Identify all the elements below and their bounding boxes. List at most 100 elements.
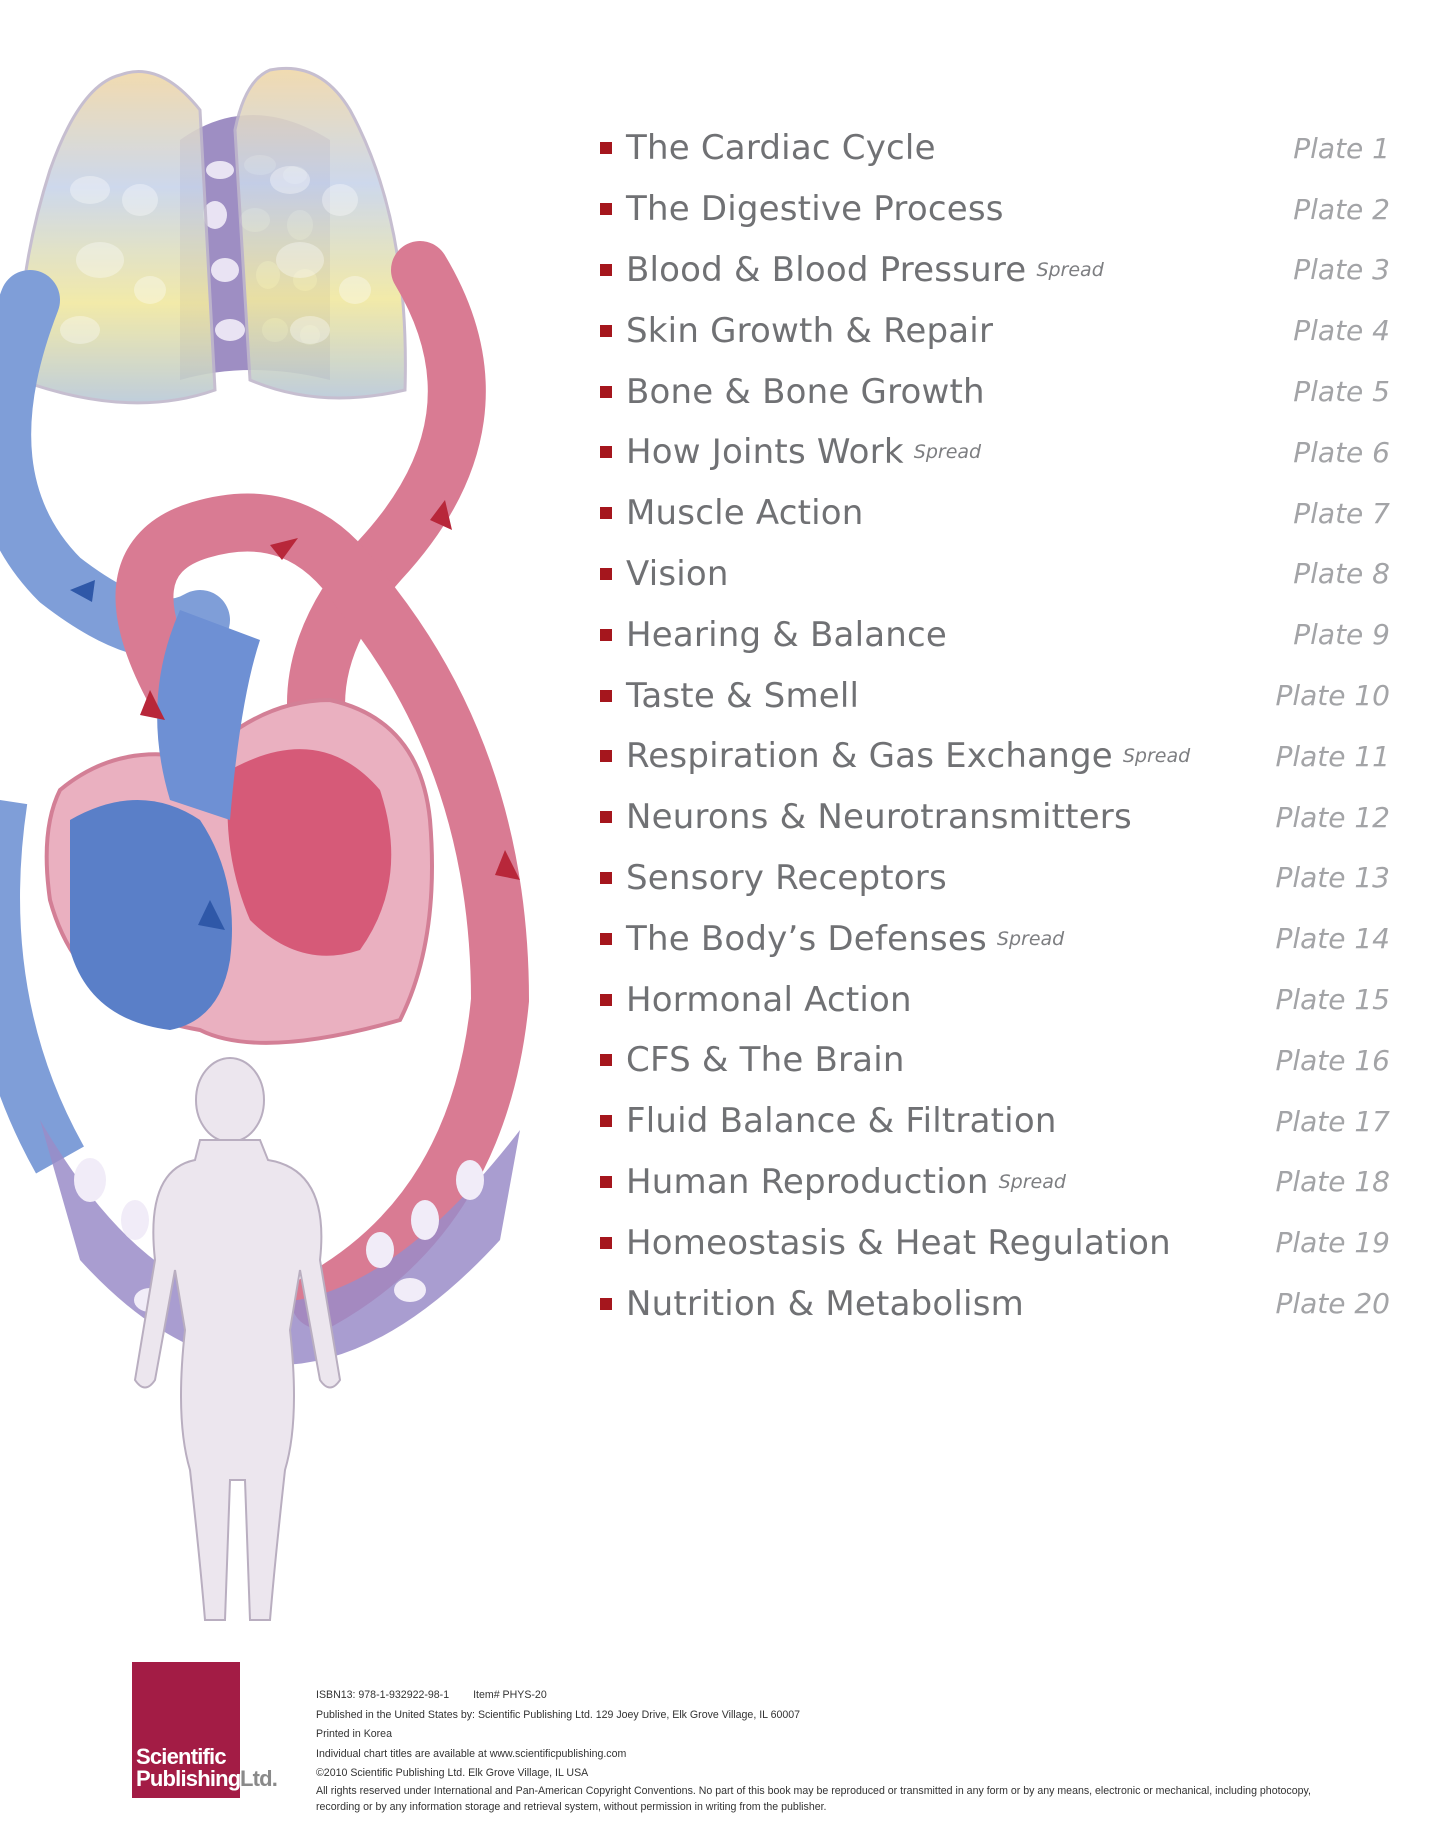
plate-number: Plate 20 (1275, 1287, 1390, 1321)
contents-item: Bone & Bone Growth Plate 5 (600, 361, 1390, 422)
bullet-icon (600, 142, 612, 155)
contents-item: Hormonal Action Plate 15 (600, 969, 1390, 1030)
contents-title: Hormonal Action (626, 979, 912, 1020)
plate-number: Plate 1 (1293, 131, 1390, 165)
contents-item: Human Reproduction Spread Plate 18 (600, 1152, 1390, 1213)
contents-item: The Digestive Process Plate 2 (600, 179, 1390, 240)
bullet-icon (600, 1054, 612, 1067)
footer: Scientific Publishing Ltd. ISBN13: 978-1… (132, 1662, 1332, 1815)
contents-title: Neurons & Neurotransmitters (626, 797, 1132, 838)
logo-line-1: Scientific (136, 1744, 227, 1769)
contents-item: The Cardiac Cycle Plate 1 (600, 118, 1390, 179)
plate-number: Plate 3 (1293, 253, 1390, 287)
spread-note: Spread (913, 441, 982, 464)
contents-list: The Cardiac Cycle Plate 1 The Digestive Pr… (600, 118, 1390, 1334)
contents-title: How Joints Work (626, 432, 904, 473)
contents-title: CFS & The Brain (626, 1040, 905, 1081)
bullet-icon (600, 446, 612, 459)
spread-note: Spread (998, 1170, 1066, 1193)
plate-number: Plate 8 (1293, 557, 1390, 591)
contents-title: The Body’s Defenses (626, 918, 987, 959)
contents-item: Fluid Balance & Filtration Plate 17 (600, 1091, 1390, 1152)
bullet-icon (600, 1297, 612, 1310)
contents-title: Vision (626, 553, 729, 594)
published-by: Published in the United States by: Scien… (316, 1708, 801, 1721)
spread-note: Spread (996, 927, 1065, 950)
plate-number: Plate 5 (1293, 375, 1390, 409)
bullet-icon (600, 507, 612, 520)
plate-number: Plate 7 (1293, 496, 1390, 530)
plate-number: Plate 9 (1293, 618, 1390, 652)
contents-title: Blood & Blood Pressure (626, 249, 1027, 290)
plate-number: Plate 6 (1293, 435, 1390, 469)
bullet-icon (600, 263, 612, 276)
bullet-icon (600, 1115, 612, 1128)
isbn: ISBN13: 978-1-932922-98-1 (316, 1689, 450, 1701)
contents-item: Nutrition & Metabolism Plate 20 (600, 1273, 1390, 1334)
contents-title: The Cardiac Cycle (626, 128, 936, 169)
plate-number: Plate 4 (1293, 314, 1390, 348)
contents-item: The Body’s Defenses Spread Plate 14 (600, 908, 1390, 969)
publication-info: ISBN13: 978-1-932922-98-1 Item# PHYS-20 P… (316, 1686, 1326, 1815)
contents-item: CFS & The Brain Plate 16 (600, 1030, 1390, 1091)
contents-title: Human Reproduction (626, 1161, 989, 1202)
contents-title: Hearing & Balance (626, 614, 948, 655)
contents-item: Respiration & Gas Exchange Spread Plate 11 (600, 726, 1390, 787)
bullet-icon (600, 324, 612, 337)
bullet-icon (600, 932, 612, 945)
plate-number: Plate 17 (1275, 1104, 1390, 1138)
bullet-icon (600, 628, 612, 641)
contents-item: Neurons & Neurotransmitters Plate 12 (600, 787, 1390, 848)
bullet-icon (600, 567, 612, 580)
contents-title: Homeostasis & Heat Regulation (626, 1222, 1171, 1263)
bullet-icon (600, 385, 612, 398)
spread-note: Spread (1122, 745, 1191, 768)
contents-item: Sensory Receptors Plate 13 (600, 848, 1390, 909)
plate-number: Plate 19 (1275, 1226, 1390, 1260)
contents-item: Hearing & Balance Plate 9 (600, 604, 1390, 665)
plate-number: Plate 12 (1275, 800, 1390, 834)
contents-title: The Digestive Process (626, 189, 1004, 230)
contents-title: Fluid Balance & Filtration (626, 1101, 1057, 1142)
contents-title: Nutrition & Metabolism (626, 1283, 1024, 1324)
logo-line-3: Ltd. (240, 1766, 278, 1791)
publisher-logo: Scientific Publishing Ltd. (132, 1662, 278, 1800)
bullet-icon (600, 811, 612, 824)
contents-title: Bone & Bone Growth (626, 371, 985, 412)
printed-in: Printed in Korea (316, 1728, 392, 1740)
plate-number: Plate 2 (1293, 192, 1390, 226)
logo-line-2: Publishing (136, 1766, 241, 1791)
bullet-icon (600, 203, 612, 216)
bullet-icon (600, 689, 612, 702)
bullet-icon (600, 1175, 612, 1188)
contents-item: Vision Plate 8 (600, 544, 1390, 605)
contents-item: How Joints Work Spread Plate 6 (600, 422, 1390, 483)
logo-box (132, 1662, 240, 1798)
plate-number: Plate 16 (1275, 1043, 1390, 1077)
rights-notice: All rights reserved under International … (316, 1784, 1311, 1813)
contents-title: Respiration & Gas Exchange (626, 736, 1113, 777)
bullet-icon (600, 993, 612, 1006)
plate-number: Plate 15 (1275, 983, 1390, 1017)
plate-number: Plate 18 (1275, 1165, 1390, 1199)
contents-item: Skin Growth & Repair Plate 4 (600, 300, 1390, 361)
plate-number: Plate 14 (1275, 922, 1390, 956)
copyright: ©2010 Scientific Publishing Ltd. Elk Gro… (316, 1767, 589, 1779)
availability-note: Individual chart titles are available at… (316, 1747, 627, 1760)
contents-item: Muscle Action Plate 7 (600, 483, 1390, 544)
contents-title: Sensory Receptors (626, 857, 947, 898)
circulatory-illustration (0, 66, 530, 1621)
plate-number: Plate 13 (1275, 861, 1390, 895)
contents-title: Taste & Smell (626, 675, 860, 716)
bullet-icon (600, 871, 612, 884)
bullet-icon (600, 1236, 612, 1249)
contents-title: Skin Growth & Repair (626, 310, 994, 351)
plate-number: Plate 11 (1275, 739, 1390, 773)
contents-item: Taste & Smell Plate 10 (600, 665, 1390, 726)
contents-title: Muscle Action (626, 493, 864, 534)
bullet-icon (600, 750, 612, 763)
item-number: Item# PHYS-20 (473, 1689, 547, 1701)
contents-item: Homeostasis & Heat Regulation Plate 19 (600, 1212, 1390, 1273)
plate-number: Plate 10 (1275, 679, 1390, 713)
